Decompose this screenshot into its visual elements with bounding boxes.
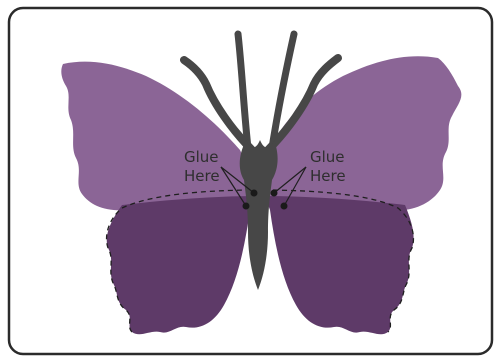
glue-dot-upper-right xyxy=(271,190,278,197)
glue-dot-lower-right xyxy=(281,203,288,210)
glue-dot-lower-left xyxy=(243,203,250,210)
glue-label-left-line2: Here xyxy=(184,167,220,185)
glue-label-left-line1: Glue xyxy=(184,148,219,166)
glue-label-right-line1: Glue xyxy=(310,148,345,166)
glue-dot-upper-left xyxy=(251,190,258,197)
glue-label-right-line2: Here xyxy=(310,167,346,185)
